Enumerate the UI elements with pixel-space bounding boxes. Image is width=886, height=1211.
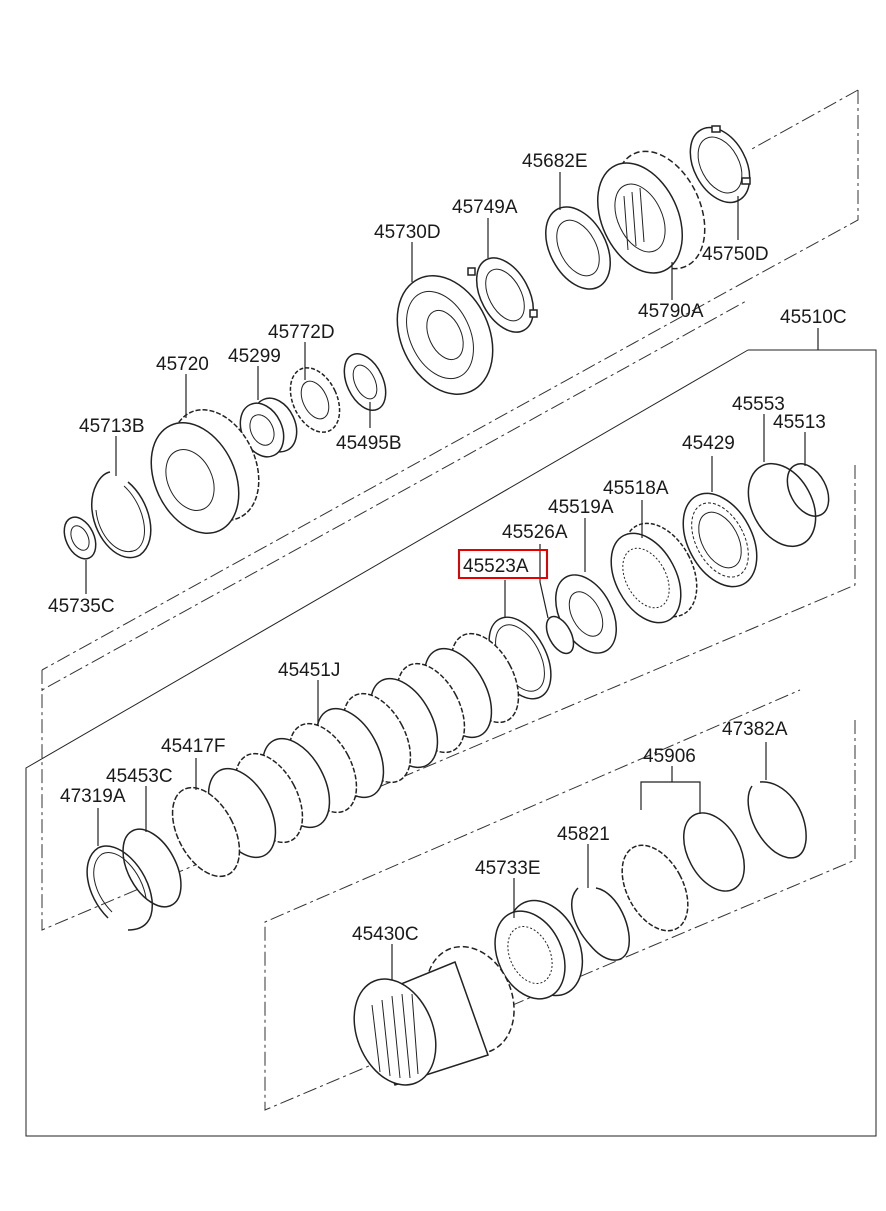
- middle-parts-group: [86, 462, 830, 931]
- part-45299-shape: [239, 397, 298, 458]
- part-47319A-shape: [86, 845, 153, 931]
- part-45553-shape: [747, 462, 817, 548]
- label-45749A[interactable]: 45749A: [452, 197, 518, 218]
- part-47382A-shape: [747, 781, 807, 859]
- label-45495B[interactable]: 45495B: [336, 433, 402, 454]
- label-45453C[interactable]: 45453C: [106, 766, 173, 787]
- label-45510C[interactable]: 45510C: [780, 307, 847, 328]
- label-45430C[interactable]: 45430C: [352, 924, 419, 945]
- part-45713B-shape: [91, 471, 152, 559]
- label-45417F[interactable]: 45417F: [161, 736, 225, 757]
- part-45495B-shape: [343, 353, 387, 411]
- label-45299[interactable]: 45299: [228, 346, 281, 367]
- label-45735C[interactable]: 45735C: [48, 596, 115, 617]
- part-45749A-shape: [467, 257, 538, 333]
- part-45430C-shape: [353, 945, 515, 1086]
- label-45553[interactable]: 45553: [732, 394, 785, 415]
- label-45730D[interactable]: 45730D: [374, 222, 441, 243]
- assembly-frames: [25, 89, 877, 1137]
- label-45451J[interactable]: 45451J: [278, 660, 340, 681]
- label-45720[interactable]: 45720: [156, 354, 209, 375]
- part-45453C-shape: [122, 828, 182, 908]
- part-45730D-shape: [396, 275, 494, 395]
- lower-parts-group: [353, 781, 807, 1086]
- part-45735C-shape: [63, 516, 97, 560]
- label-47382A[interactable]: 47382A: [722, 719, 788, 740]
- part-45906-b-shape: [621, 844, 689, 932]
- part-labels: 45682E 45749A 45730D 45750D 45790A 45510…: [48, 151, 847, 945]
- label-47319A[interactable]: 47319A: [60, 786, 126, 807]
- label-45519A[interactable]: 45519A: [548, 497, 614, 518]
- label-45772D[interactable]: 45772D: [268, 322, 335, 343]
- part-45906-a-shape: [682, 812, 746, 892]
- label-45733E[interactable]: 45733E: [475, 858, 541, 879]
- part-45429-shape: [682, 492, 758, 588]
- part-45451J-shape: [207, 632, 520, 859]
- label-45713B[interactable]: 45713B: [79, 416, 145, 437]
- part-45790A-shape: [596, 150, 706, 274]
- label-45790A[interactable]: 45790A: [638, 301, 704, 322]
- highlight-box-45523A: [458, 549, 548, 579]
- label-45682E[interactable]: 45682E: [522, 151, 588, 172]
- part-45682E-shape: [545, 206, 611, 290]
- part-45821-shape: [571, 887, 630, 961]
- label-45429[interactable]: 45429: [682, 433, 735, 454]
- label-45518A[interactable]: 45518A: [603, 478, 669, 499]
- label-45526A[interactable]: 45526A: [502, 522, 568, 543]
- label-45750D[interactable]: 45750D: [702, 244, 769, 265]
- part-45526A-shape: [545, 615, 575, 655]
- part-45750D-shape: [689, 125, 751, 204]
- label-45821[interactable]: 45821: [557, 824, 610, 845]
- part-45417F-shape: [171, 786, 241, 878]
- leader-lines: [85, 172, 819, 980]
- label-45523A[interactable]: 45523A: [463, 556, 529, 577]
- part-45772D-shape: [289, 367, 341, 433]
- label-45513[interactable]: 45513: [773, 412, 826, 433]
- part-45518A-shape: [610, 522, 698, 624]
- part-45720-shape: [150, 409, 260, 534]
- upper-parts-group: [63, 125, 751, 560]
- label-45906[interactable]: 45906: [643, 746, 696, 767]
